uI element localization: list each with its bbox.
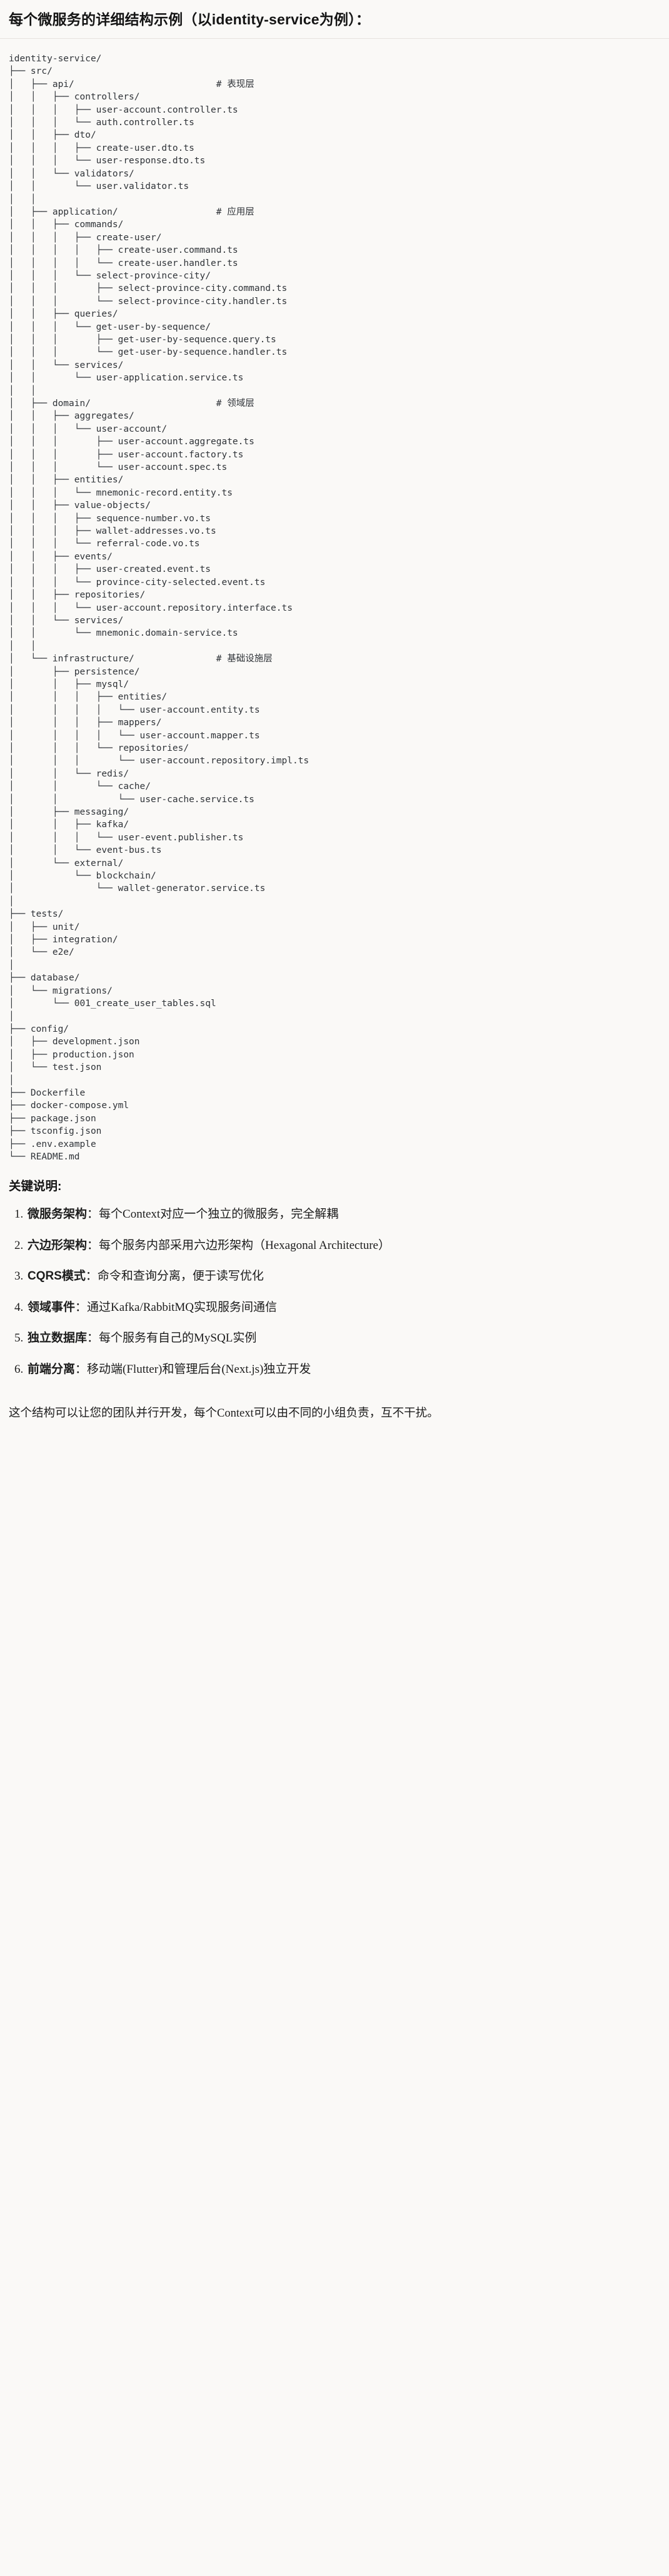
note-description: 每个Context对应一个独立的微服务，完全解耦 [99, 1208, 339, 1221]
list-item: CQRS模式：命令和查询分离，便于读写优化 [26, 1267, 660, 1285]
key-points-heading: 关键说明: [9, 1179, 62, 1194]
note-separator: ： [87, 1238, 99, 1252]
closing-paragraph: 这个结构可以让您的团队并行开发，每个Context可以由不同的小组负责，互不干扰… [9, 1407, 439, 1420]
page-title: 每个微服务的详细结构示例（以identity-service为例）： [9, 11, 371, 28]
document-page: 每个微服务的详细结构示例（以identity-service为例）： ident… [0, 0, 669, 1435]
directory-tree-block: identity-service/ ├── src/ │ ├── api/ # … [0, 39, 669, 1174]
list-item: 独立数据库：每个服务有自己的MySQL实例 [26, 1329, 660, 1347]
note-term: 前端分离 [28, 1362, 76, 1376]
note-term: CQRS模式 [28, 1270, 86, 1283]
note-separator: ： [85, 1270, 98, 1283]
note-separator: ： [75, 1362, 88, 1376]
note-description: 每个服务有自己的MySQL实例 [99, 1331, 257, 1345]
note-description: 移动端(Flutter)和管理后台(Next.js)独立开发 [87, 1362, 311, 1376]
note-separator: ： [75, 1300, 88, 1314]
list-item: 微服务架构：每个Context对应一个独立的微服务，完全解耦 [26, 1205, 660, 1223]
list-item: 领域事件：通过Kafka/RabbitMQ实现服务间通信 [26, 1298, 660, 1316]
title-bar: 每个微服务的详细结构示例（以identity-service为例）： [0, 0, 669, 39]
note-description: 命令和查询分离，便于读写优化 [97, 1270, 264, 1283]
note-term: 独立数据库 [28, 1331, 88, 1345]
note-description: 通过Kafka/RabbitMQ实现服务间通信 [87, 1300, 278, 1314]
list-item: 六边形架构：每个服务内部采用六边形架构（Hexagonal Architectu… [26, 1236, 660, 1255]
key-points-list: 微服务架构：每个Context对应一个独立的微服务，完全解耦 六边形架构：每个服… [9, 1205, 660, 1378]
note-separator: ： [87, 1208, 99, 1221]
directory-tree: identity-service/ ├── src/ │ ├── api/ # … [9, 54, 309, 1162]
key-points-section: 关键说明: 微服务架构：每个Context对应一个独立的微服务，完全解耦 六边形… [0, 1173, 669, 1396]
note-term: 微服务架构 [28, 1208, 88, 1221]
note-term: 六边形架构 [28, 1238, 88, 1252]
note-description: 每个服务内部采用六边形架构（Hexagonal Architecture） [99, 1238, 390, 1252]
note-separator: ： [87, 1331, 99, 1345]
note-term: 领域事件 [28, 1300, 76, 1314]
list-item: 前端分离：移动端(Flutter)和管理后台(Next.js)独立开发 [26, 1360, 660, 1378]
